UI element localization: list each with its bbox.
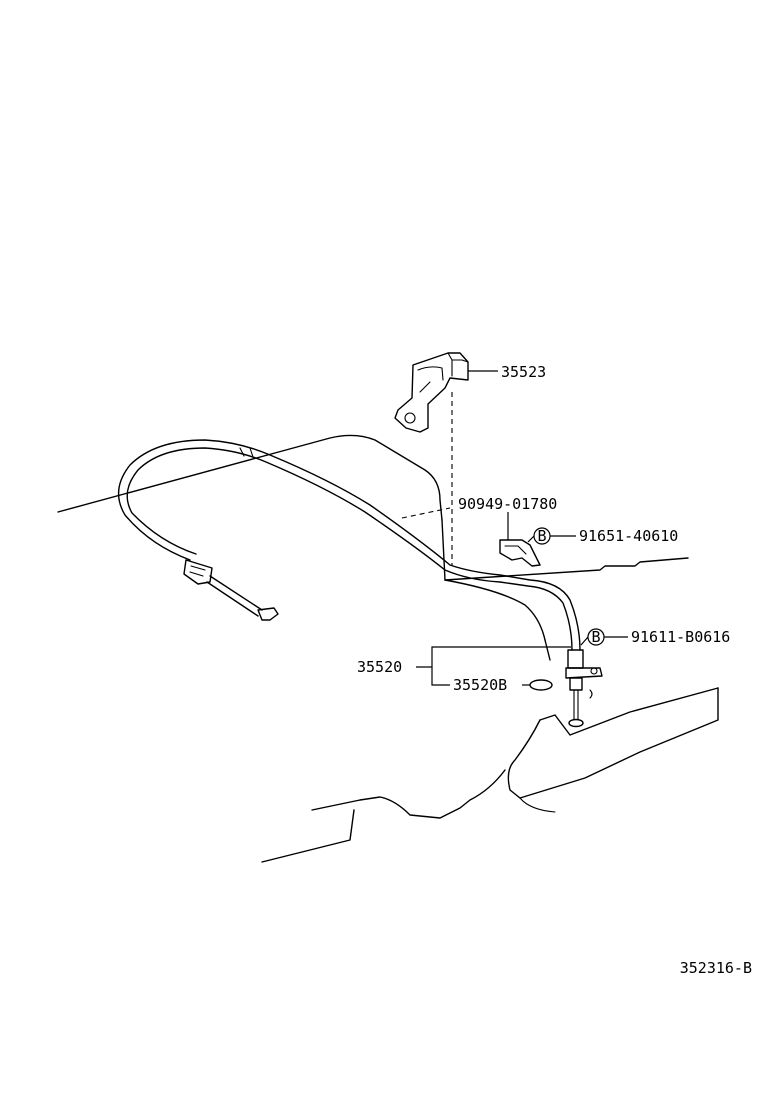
dashed-guide-body: [401, 507, 451, 519]
part-label-35520B[interactable]: 35520B: [453, 676, 507, 694]
part-label-91651-40610[interactable]: 91651-40610: [579, 527, 678, 545]
leader-91611-part: [580, 636, 589, 646]
bracket-35523: [394, 352, 469, 433]
part-label-91611-B0616[interactable]: 91611-B0616: [631, 628, 730, 646]
bolt-mark-label: B: [537, 527, 546, 545]
leader-91651-part: [527, 535, 535, 543]
clamp-90949: [499, 539, 541, 567]
bolt-mark-label: B: [591, 628, 600, 646]
figure-code: 352316-B: [680, 959, 752, 977]
leader-35520: [416, 646, 571, 668]
cable-35520: [117, 439, 603, 728]
part-label-35520[interactable]: 35520: [357, 658, 402, 676]
part-label-35523[interactable]: 35523: [501, 363, 546, 381]
bolt-mark-91651: B: [533, 527, 551, 545]
transmission-outline: [57, 434, 719, 863]
o-ring-35520B: [529, 679, 553, 691]
bolt-mark-91611: B: [587, 628, 605, 646]
leader-35520B: [431, 667, 450, 686]
part-label-90949-01780[interactable]: 90949-01780: [458, 495, 557, 513]
